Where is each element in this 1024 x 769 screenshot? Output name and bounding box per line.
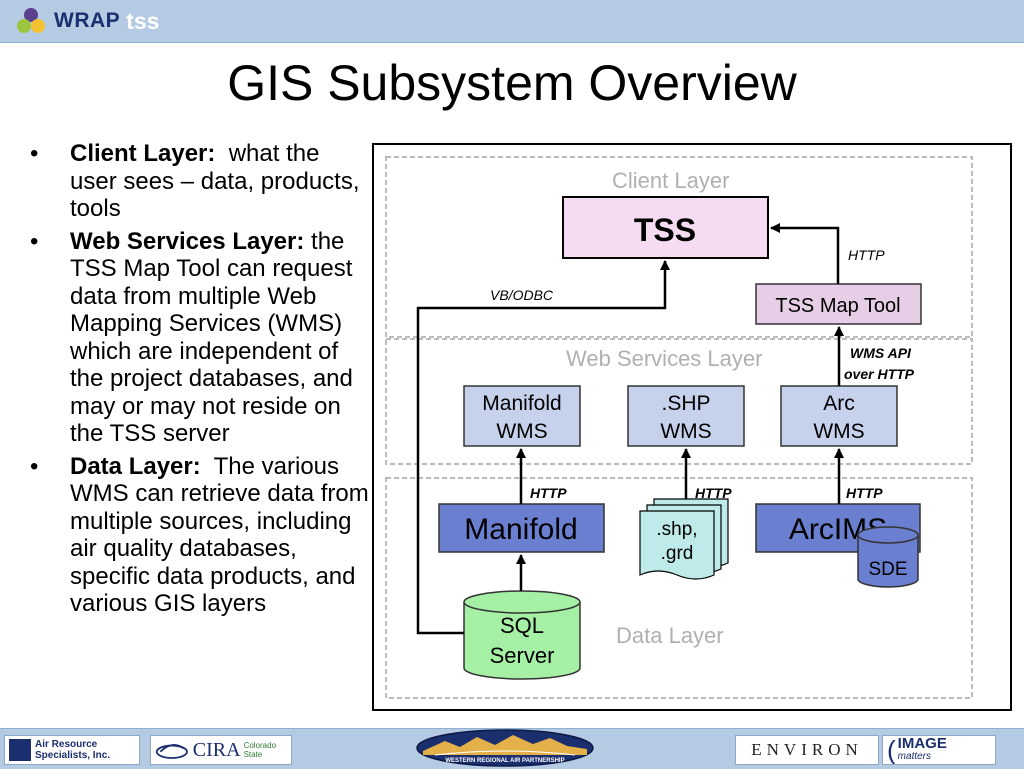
arsi-logo-line-1: Air Resource — [35, 739, 98, 750]
bullet-term: Client Layer: — [70, 140, 216, 167]
sde-database-icon — [857, 526, 919, 588]
bullet-term: Web Services Layer: — [70, 227, 305, 255]
colorado-state-text: Colorado State — [243, 741, 277, 759]
client-layer-region — [385, 156, 973, 338]
bullet-client-layer: Client Layer: what the user sees – data,… — [30, 140, 370, 223]
arsi-logo: Air Resource Specialists, Inc. — [4, 735, 140, 765]
wrap-partnership-text: WESTERN REGIONAL AIR PARTNERSHIP — [445, 758, 564, 764]
manifold-wms-label-1: Manifold — [482, 392, 561, 415]
arsi-logo-icon — [9, 739, 31, 761]
cira-logo-text: CIRA — [192, 738, 241, 761]
bullet-data-layer: Data Layer: The various WMS can retrieve… — [30, 453, 370, 618]
sde-label: SDE — [868, 559, 907, 580]
client-layer-label: Client Layer — [612, 168, 729, 193]
wrap-partnership-logo: WESTERN REGIONAL AIR PARTNERSHIP — [416, 729, 594, 767]
environ-logo: ENVIRON — [735, 735, 879, 765]
architecture-diagram: Client Layer Web Services Layer Data Lay… — [372, 143, 1012, 711]
page-title: GIS Subsystem Overview — [227, 55, 797, 111]
manifold-label: Manifold — [464, 513, 577, 546]
cira-bird-icon — [155, 744, 188, 759]
web-services-layer-region — [385, 338, 973, 465]
sql-label-1: SQL — [500, 613, 544, 638]
image-matters-line-2: matters — [897, 751, 932, 762]
map-tool-to-tss-connector — [770, 223, 840, 284]
bullet-list: Client Layer: what the user sees – data,… — [30, 140, 370, 623]
image-matters-line-1: IMAGE — [897, 735, 947, 752]
tss-box — [562, 196, 769, 259]
arc-wms-label-2: WMS — [813, 420, 864, 443]
shp-wms-label-2: WMS — [660, 420, 711, 443]
http-top-label: HTTP — [848, 247, 885, 263]
bullet-text: the TSS Map Tool can request data from m… — [70, 227, 353, 448]
shp-wms-label-1: .SHP — [661, 392, 710, 415]
image-matters-logo: ( IMAGE matters — [882, 735, 996, 765]
vbodbc-connector — [416, 260, 670, 635]
wrap-tss-logo: WRAP tss — [14, 6, 159, 36]
shp-files-label-1: .shp, — [656, 519, 697, 540]
map-tool-label: TSS Map Tool — [775, 295, 900, 317]
vbodbc-label: VB/ODBC — [490, 287, 554, 303]
web-services-layer-label: Web Services Layer — [566, 346, 762, 371]
logo-text-wrap: WRAP — [54, 9, 121, 32]
http-label-arcims: HTTP — [846, 485, 883, 501]
data-layer-label: Data Layer — [616, 623, 724, 648]
image-matters-text: IMAGE matters — [897, 735, 947, 763]
wms-api-label-2: over HTTP — [844, 366, 915, 382]
http-label-manifold: HTTP — [530, 485, 567, 501]
bullet-text: what the user sees – data, products, too… — [70, 140, 360, 222]
data-layer-region — [385, 477, 973, 699]
shp-wms-box — [627, 385, 745, 447]
bullet-web-services-layer: Web Services Layer: the TSS Map Tool can… — [30, 228, 370, 448]
cira-logo: CIRA Colorado State — [150, 735, 292, 765]
wms-api-label-1: WMS API — [850, 345, 912, 361]
http-label-shp: HTTP — [695, 485, 732, 501]
arc-wms-label-1: Arc — [823, 392, 855, 415]
header-bar: WRAP tss — [0, 0, 1024, 43]
arsi-logo-text: Air Resource Specialists, Inc. — [35, 739, 110, 761]
shp-grd-files-icon — [639, 498, 729, 580]
shp-files-label-2: .grd — [661, 543, 694, 564]
bullet-text: The various WMS can retrieve data from m… — [70, 452, 369, 618]
logo-text-tss: tss — [126, 7, 160, 34]
manifold-wms-box — [463, 385, 581, 447]
image-matters-swirl-icon: ( — [887, 735, 896, 765]
bullet-term: Data Layer: — [70, 452, 201, 480]
manifold-box — [438, 503, 605, 553]
sql-label-2: Server — [490, 643, 555, 668]
tss-box-label: TSS — [634, 212, 696, 248]
manifold-wms-label-2: WMS — [496, 420, 547, 443]
wrap-logo-icon — [17, 8, 45, 33]
arsi-logo-line-2: Specialists, Inc. — [35, 750, 111, 761]
sql-server-database-icon — [463, 590, 581, 680]
